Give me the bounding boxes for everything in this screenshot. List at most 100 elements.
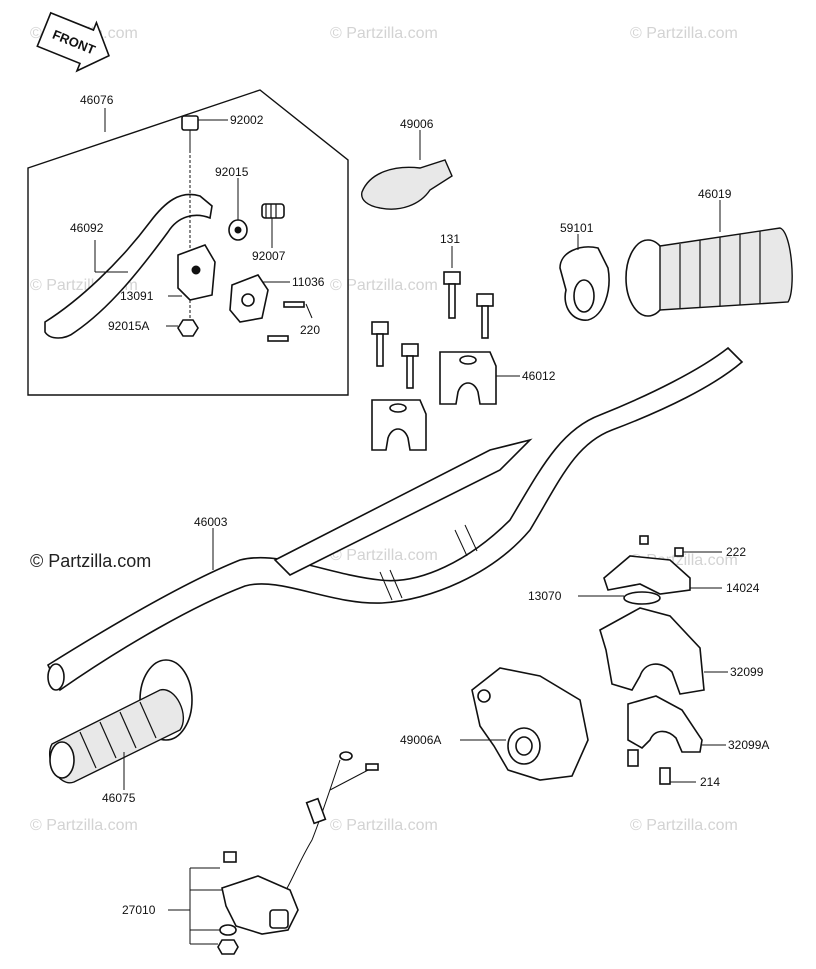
washer-hole — [234, 226, 242, 234]
pulley-bore — [573, 279, 595, 313]
callout-46012: 46012 — [522, 369, 556, 383]
leader-line — [305, 303, 313, 319]
screw-220 — [267, 335, 289, 342]
bolt-shaft-131 — [481, 305, 489, 339]
cover-49006-group: 49006 — [361, 117, 453, 210]
switch-body-49006A-group: 49006A — [400, 667, 589, 781]
adjuster-92007 — [261, 203, 285, 219]
watermark: © Partzilla.com — [330, 277, 438, 294]
body-hole — [477, 689, 491, 703]
switch-nut — [217, 939, 239, 955]
bolt-head-131 — [443, 271, 461, 285]
knurl-band — [464, 524, 478, 552]
bolt-head-131 — [476, 293, 494, 307]
watermark: © Partzilla.com — [330, 25, 438, 42]
bolts-131-group: 131 — [371, 232, 494, 389]
handlebar-46003 — [46, 346, 744, 692]
knurl-band — [454, 529, 468, 557]
holder-pivot — [191, 265, 201, 275]
callout-46019: 46019 — [698, 187, 732, 201]
watermark: © Partzilla.com — [330, 547, 438, 564]
wire-terminal — [339, 751, 353, 761]
callout-214: 214 — [700, 775, 720, 789]
callout-46075: 46075 — [102, 791, 136, 805]
clutch-lever-assembly-group: 46076 46092 92002 92015 92007 13091 — [27, 89, 349, 396]
handlebar-46003-group: 46003 — [46, 346, 744, 692]
switch-washer — [219, 924, 237, 936]
callout-32099A: 32099A — [728, 738, 769, 752]
front-arrow-marker: FRONT — [36, 11, 110, 73]
screw-214 — [627, 749, 639, 767]
callout-131: 131 — [440, 232, 460, 246]
housing-32099 — [599, 607, 705, 695]
bolt-head-131 — [371, 321, 389, 335]
callout-92015: 92015 — [215, 165, 249, 179]
callout-11036: 11036 — [292, 275, 325, 289]
housing-group: 222 14024 13070 32099 32099A 214 — [528, 535, 769, 789]
nut-92015A — [177, 319, 199, 337]
knurl-band — [389, 569, 403, 599]
gasket-13070 — [623, 591, 661, 605]
holder-hole — [389, 403, 407, 413]
callout-222: 222 — [726, 545, 746, 559]
callout-220: 220 — [300, 323, 320, 337]
holders-46012-group: 46012 — [371, 351, 556, 451]
callout-92007: 92007 — [252, 249, 286, 263]
callout-13070: 13070 — [528, 589, 562, 603]
switch-body-49006A — [471, 667, 589, 781]
callout-27010: 27010 — [122, 903, 156, 917]
watermark: © Partzilla.com — [630, 817, 738, 834]
bolt-head-131 — [401, 343, 419, 357]
holder-lower-46012 — [371, 399, 427, 451]
cover-14024 — [603, 555, 691, 595]
handlebar-end — [47, 663, 65, 691]
kill-switch-27010-group: 27010 — [122, 751, 379, 955]
callout-59101: 59101 — [560, 221, 594, 235]
bolt-shaft-131 — [376, 333, 384, 367]
callout-46076: 46076 — [80, 93, 114, 107]
assembly-outline — [27, 89, 349, 396]
pulley-59101-group: 59101 — [559, 221, 610, 321]
grip-ridge — [119, 711, 137, 749]
bolt-head-92002 — [181, 115, 199, 131]
wire-connector — [365, 763, 379, 771]
front-arrow-icon — [36, 11, 110, 73]
throttle-grip-46019-group: 46019 — [625, 187, 793, 317]
watermark-prominent: © Partzilla.com — [30, 551, 151, 571]
bolt-shaft-131 — [406, 355, 414, 389]
bolt-shaft-131 — [448, 283, 456, 319]
left-grip-46075-group: 46075 — [49, 659, 193, 805]
grip-end — [49, 741, 75, 779]
callout-46092: 46092 — [70, 221, 104, 235]
callout-13091: 13091 — [120, 289, 154, 303]
callout-92002: 92002 — [230, 113, 264, 127]
body-bore-inner — [515, 736, 533, 756]
watermark: © Partzilla.com — [630, 25, 738, 42]
callout-49006: 49006 — [400, 117, 434, 131]
throttle-grip-46019 — [659, 227, 793, 311]
switch-screw — [223, 851, 237, 863]
switch-wire — [329, 767, 373, 791]
screw-222 — [674, 547, 684, 557]
callout-49006A: 49006A — [400, 733, 441, 747]
grip-ridge — [79, 731, 97, 769]
handlebar-crossbar — [273, 438, 533, 576]
watermark: © Partzilla.com — [30, 817, 138, 834]
clamp-bore — [241, 293, 255, 307]
callout-14024: 14024 — [726, 581, 760, 595]
callout-92015A: 92015A — [108, 319, 149, 333]
grip-ridge — [99, 721, 117, 759]
housing-32099A — [627, 695, 703, 753]
holder-upper-46012 — [439, 351, 497, 405]
cover-49006 — [361, 159, 453, 210]
callout-32099: 32099 — [730, 665, 764, 679]
screw-222 — [639, 535, 649, 545]
screw-214 — [659, 767, 671, 785]
callout-46003: 46003 — [194, 515, 228, 529]
watermark: © Partzilla.com — [330, 817, 438, 834]
screw-220 — [283, 301, 305, 308]
switch-wire — [285, 759, 341, 891]
kill-button — [269, 909, 289, 929]
